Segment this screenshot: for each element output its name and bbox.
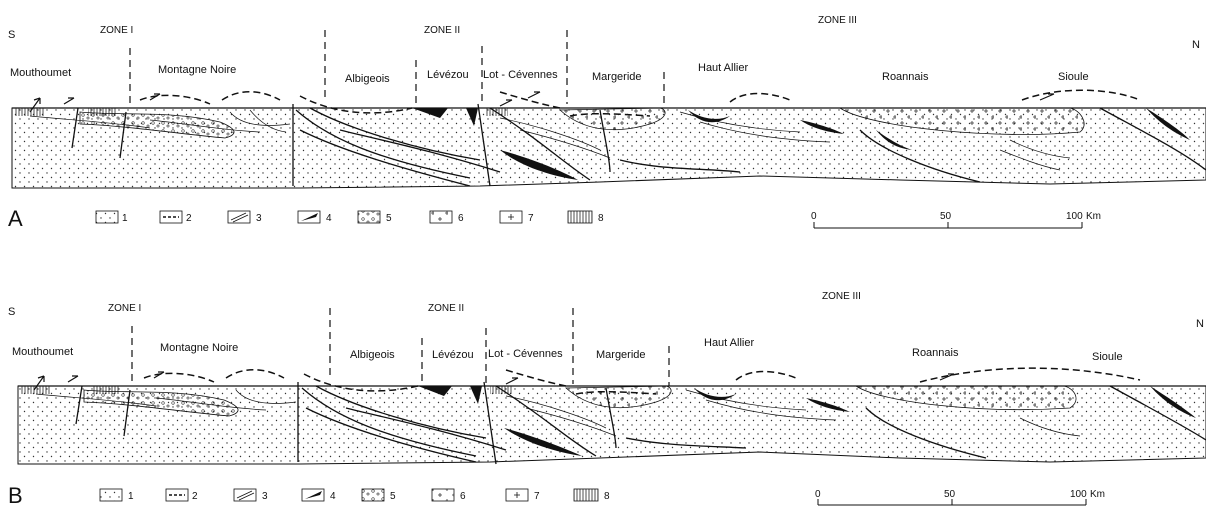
zone-boundaries [129,30,665,106]
region-label: Mouthoumet [10,67,71,79]
region-label: Sioule [1092,351,1123,363]
scale-bar-b: 0 50 100 Km [815,489,1105,506]
legend-number: 6 [458,213,464,224]
fault-lines [71,103,1206,187]
region-label: Sioule [1058,71,1089,83]
north-label: N [1196,318,1204,330]
legend-a: A 1 2 3 4 5 6 7 8 [8,206,604,231]
region-label: Albigeois [350,349,395,361]
region-label: Lot - Cévennes [488,348,563,360]
basement-body [17,385,1206,465]
foliation [29,109,1071,171]
scale-tick: 0 [811,211,817,222]
legend-number: 8 [598,213,604,224]
region-label: Haut Allier [704,337,754,349]
legend-b: B 1 2 3 4 5 6 7 8 [8,483,610,507]
granite-pluton [854,385,1077,410]
scale-bar-a: 0 50 100 Km [811,211,1101,229]
scale-tick: 100 [1070,489,1087,500]
hatch-unit [14,108,44,116]
thrust-arrows [29,91,1055,113]
panel-label: A [8,206,23,231]
legend-number: 7 [534,491,540,502]
legend-number: 8 [604,491,610,502]
legend-number: 1 [122,213,128,224]
conglomerate-unit [83,389,239,417]
scale-tick: 0 [815,489,821,500]
legend-number: 4 [330,491,336,502]
zone-label: ZONE I [100,25,133,36]
basement-body [11,107,1206,189]
legend-number: 7 [528,213,534,224]
region-label: Lévézou [427,69,469,81]
legend-number: 2 [192,491,198,502]
region-label: Roannais [882,71,929,83]
region-label: Margeride [592,71,642,83]
legend-number: 6 [460,491,466,502]
scale-tick: 50 [944,489,956,500]
foliation [35,389,1081,437]
hatch-unit [20,386,50,394]
region-label: Mouthoumet [12,346,73,358]
hatch-unit [92,386,120,394]
black-lenses [418,386,1196,456]
legend-number: 4 [326,213,332,224]
region-label: Roannais [912,347,959,359]
conglomerate-unit [79,111,235,139]
region-label: Haut Allier [698,62,748,74]
scale-unit: Km [1090,489,1105,500]
panel-label: B [8,483,23,507]
north-label: N [1192,39,1200,51]
region-label: Lot - Cévennes [483,69,558,81]
eroded-nappe-traces [139,89,1141,117]
scale-tick: 50 [940,211,952,222]
region-label: Albigeois [345,73,390,85]
legend-number: 2 [186,213,192,224]
region-label: Montagne Noire [158,64,236,76]
legend-number: 3 [262,491,268,502]
thrust-arrows [33,371,955,391]
south-label: S [8,29,15,41]
zone-boundaries [131,308,670,386]
zone-label: ZONE I [108,303,141,314]
zone-label: ZONE II [424,25,460,36]
legend-number: 5 [390,491,396,502]
scale-unit: Km [1086,211,1101,222]
south-label: S [8,306,15,318]
eroded-nappe-traces [143,367,1141,395]
zone-label: ZONE III [822,291,861,302]
scale-tick: 100 [1066,211,1083,222]
legend-number: 1 [128,491,134,502]
zone-label: ZONE II [428,303,464,314]
cross-section-a: S N ZONE I ZONE II ZONE III Mouthoumet M… [8,15,1206,189]
hatch-unit [88,108,116,116]
region-label: Margeride [596,349,646,361]
zone-label: ZONE III [818,15,857,26]
region-label: Montagne Noire [160,342,238,354]
legend-number: 3 [256,213,262,224]
fault-lines [75,381,1206,465]
legend-number: 5 [386,213,392,224]
granite-pluton [838,107,1085,135]
region-label: Lévézou [432,349,474,361]
black-lenses [412,108,1190,180]
cross-section-b: S N ZONE I ZONE II ZONE III Mouthoumet M… [8,291,1206,465]
